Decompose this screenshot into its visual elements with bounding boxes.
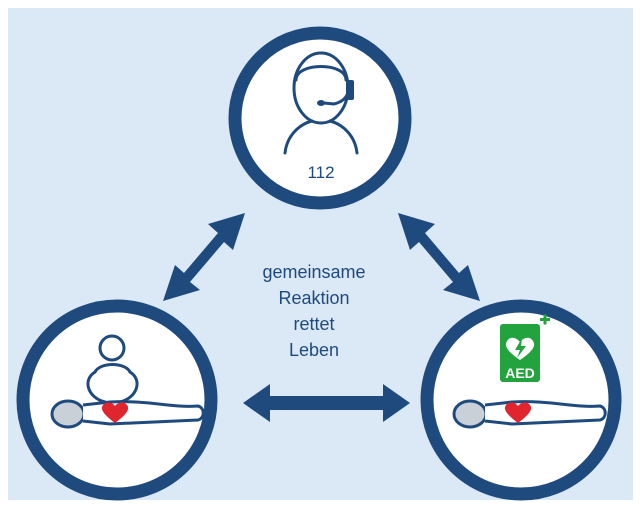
node-circle-right [420,299,622,501]
center-text-line-3: rettet [293,314,334,334]
headset-earpiece [346,80,354,100]
headset-mic [317,100,325,106]
aed-defibrillator-icon: AED [452,314,607,429]
center-text-line-2: Reaktion [278,288,349,308]
heart-icon [101,402,129,423]
arrows [163,213,480,422]
rescuer-head [98,334,126,362]
rescuer-shoulders [93,363,132,374]
patient-head [50,399,86,429]
node-circle-left [16,299,218,501]
arrow-bottom [243,384,410,422]
center-text-line-1: gemeinsame [262,262,365,282]
node-emergency-call: 112 [228,26,412,210]
rescuer-arm-left [86,370,107,404]
aed-patient-head [452,399,488,429]
aed-patient-body [484,400,607,426]
node-cpr [16,299,218,501]
aed-cross-v [543,314,547,325]
cpr-compressions-icon [50,334,205,429]
node-circle-top [228,26,412,210]
patient-body [82,400,205,426]
emergency-number: 112 [307,163,334,182]
aed-patient-heart-icon [504,402,532,423]
center-text-line-4: Leben [289,340,339,360]
arrow-top-left [163,213,245,301]
rescuer-arm-right [118,370,139,404]
node-aed: AED [420,299,622,501]
aed-label: AED [505,365,535,381]
lightning-icon [515,338,526,358]
arrow-top-right [398,213,480,301]
